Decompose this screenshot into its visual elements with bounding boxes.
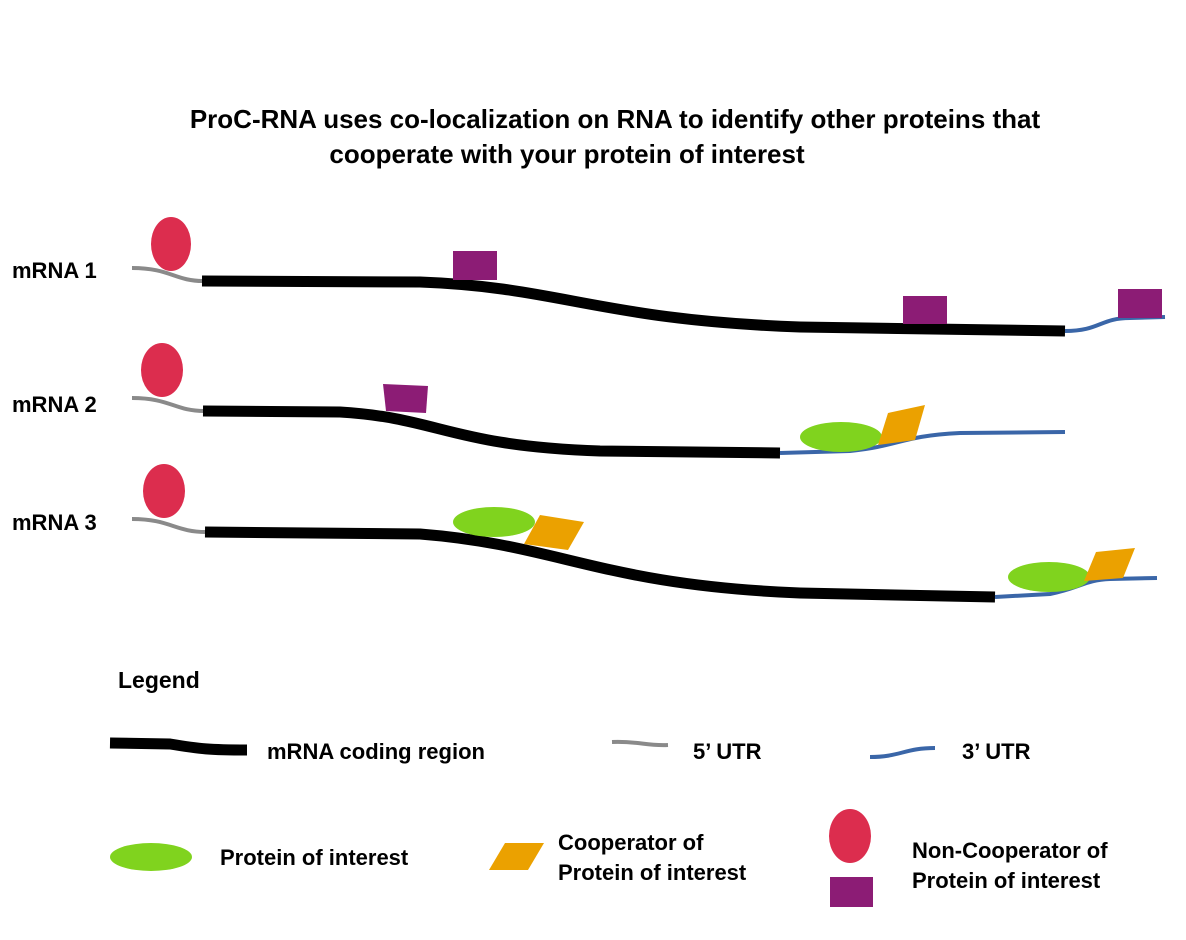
noncooperator-oval: [151, 217, 191, 271]
cooperator-parallelogram: [524, 515, 584, 550]
protein-of-interest-oval: [453, 507, 535, 537]
mrna-1: mRNA 1: [12, 217, 1166, 337]
mrna-label: mRNA 1: [12, 258, 97, 283]
protein-of-interest-oval: [1008, 562, 1090, 592]
title-line-1: ProC-RNA uses co-localization on RNA to …: [190, 104, 1041, 134]
legend-cooperator-parallelogram: [489, 843, 544, 870]
noncooperator-square: [1118, 289, 1162, 318]
legend-noncooperator-oval: [829, 809, 871, 863]
noncooperator-square: [383, 384, 428, 413]
legend: Legend mRNA coding region 5’ UTR 3’ UTR …: [109, 667, 1108, 907]
title-line-2: cooperate with your protein of interest: [329, 139, 805, 169]
legend-title: Legend: [118, 667, 200, 693]
mrna-label: mRNA 2: [12, 392, 97, 417]
legend-cooperator-label-2: Protein of interest: [558, 860, 747, 885]
mrna-2: mRNA 2: [12, 343, 1066, 459]
legend-protein-oval: [110, 843, 192, 871]
noncooperator-square: [453, 251, 497, 280]
utr5-line: [131, 517, 207, 534]
coding-region-line: [201, 275, 1066, 337]
legend-coding-label: mRNA coding region: [267, 739, 485, 764]
legend-noncooperator-label-2: Protein of interest: [912, 868, 1101, 893]
legend-utr5-line: [611, 739, 669, 748]
legend-utr3-label: 3’ UTR: [962, 739, 1031, 764]
legend-protein-label: Protein of interest: [220, 845, 409, 870]
coding-region-line: [202, 405, 781, 459]
mrna-3: mRNA 3: [12, 464, 1158, 603]
mrna-label: mRNA 3: [12, 510, 97, 535]
cooperator-parallelogram: [878, 405, 925, 445]
legend-noncooperator-square: [830, 877, 873, 907]
noncooperator-square: [903, 296, 947, 324]
utr3-line: [1064, 315, 1166, 333]
cooperator-parallelogram: [1084, 548, 1135, 581]
legend-cooperator-label-1: Cooperator of: [558, 830, 704, 855]
utr5-line: [131, 266, 204, 283]
coding-region-line: [204, 526, 996, 603]
utr5-line: [131, 396, 205, 413]
noncooperator-oval: [141, 343, 183, 397]
protein-of-interest-oval: [800, 422, 882, 452]
noncooperator-oval: [143, 464, 185, 518]
legend-noncooperator-label-1: Non-Cooperator of: [912, 838, 1108, 863]
legend-utr3-line: [869, 746, 936, 759]
legend-utr5-label: 5’ UTR: [693, 739, 762, 764]
legend-coding-line: [109, 737, 248, 756]
